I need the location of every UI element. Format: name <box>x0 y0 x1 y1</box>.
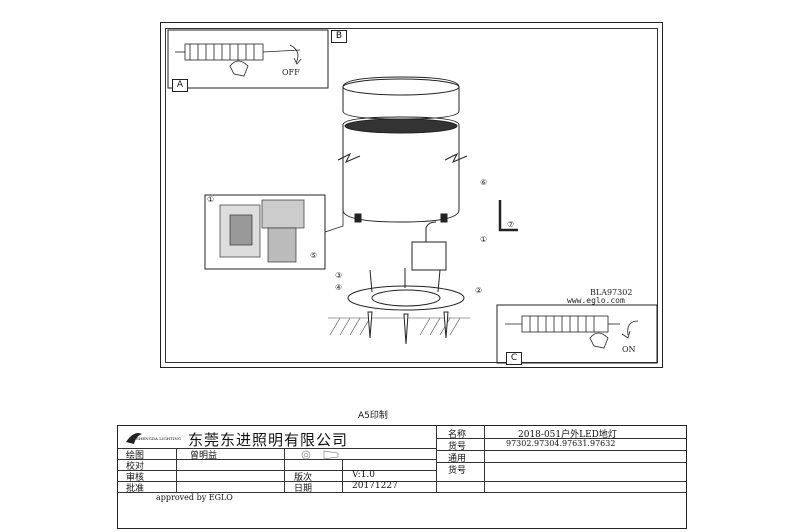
off-label: OFF <box>282 68 300 77</box>
connector-illustration <box>219 199 305 263</box>
date-label: 日期 <box>294 484 313 494</box>
title-block: SHENGDA LIGHTING 东莞东进照明有限公司 绘图 校对 审核 批准 … <box>117 425 687 529</box>
model-value: 97302.97304.97631.97632 <box>506 439 616 448</box>
approved-by: approved by EGLO <box>156 493 233 502</box>
version-label: 版次 <box>294 473 313 483</box>
print-size-note: A5印制 <box>358 411 388 421</box>
step-6: ⑥ <box>480 178 487 187</box>
step-1: ① <box>480 235 487 244</box>
step-5: ⑤ <box>310 251 317 260</box>
step-3: ③ <box>335 271 342 280</box>
ground-hatching <box>328 317 470 336</box>
common-model-label: 货号 <box>448 466 467 476</box>
row-review-label: 审核 <box>126 473 145 483</box>
common-label: 通用 <box>448 454 467 464</box>
step-4: ④ <box>335 283 342 292</box>
inset-c-box <box>496 304 658 364</box>
mounting-base <box>347 268 465 311</box>
company-logo <box>124 430 166 446</box>
label-b: B <box>331 30 347 43</box>
drafter-name: 曾明益 <box>190 451 218 461</box>
step-7: ⑦ <box>507 220 514 229</box>
allen-key <box>498 200 518 232</box>
terminal-block-on-illustration <box>505 315 639 349</box>
name-value: 2018-051户外LED地灯 <box>518 430 617 440</box>
inset-a-box <box>167 29 329 89</box>
drawing-website: www.eglo.com <box>567 296 625 305</box>
date-value: 20171227 <box>352 481 398 491</box>
model-label: 货号 <box>448 442 467 452</box>
ground-anchors <box>367 311 449 345</box>
step-1-detail: ① <box>207 195 214 204</box>
row-drafter-label: 绘图 <box>126 451 145 461</box>
label-c: C <box>506 352 522 365</box>
row-approve-label: 批准 <box>126 484 145 494</box>
row-checker-label: 校对 <box>126 462 145 472</box>
assembly-diagram: OFF <box>167 29 658 364</box>
on-label: ON <box>622 345 636 354</box>
detail-leader <box>324 208 344 233</box>
driver-box <box>411 221 447 271</box>
logo-text: SHENGDA LIGHTING <box>136 436 182 441</box>
terminal-block-off-illustration <box>175 43 302 77</box>
company-name: 东莞东进照明有限公司 <box>188 431 349 449</box>
drawing-code: BLA97302 <box>590 288 632 297</box>
version-value: V:1.0 <box>352 470 375 480</box>
lamp-body <box>337 76 468 223</box>
projection-symbol <box>301 450 339 460</box>
name-label: 名称 <box>448 430 467 440</box>
drawing-frame <box>160 22 663 368</box>
step-2: ② <box>475 286 482 295</box>
label-a: A <box>172 79 188 92</box>
drawing-border <box>165 28 658 363</box>
